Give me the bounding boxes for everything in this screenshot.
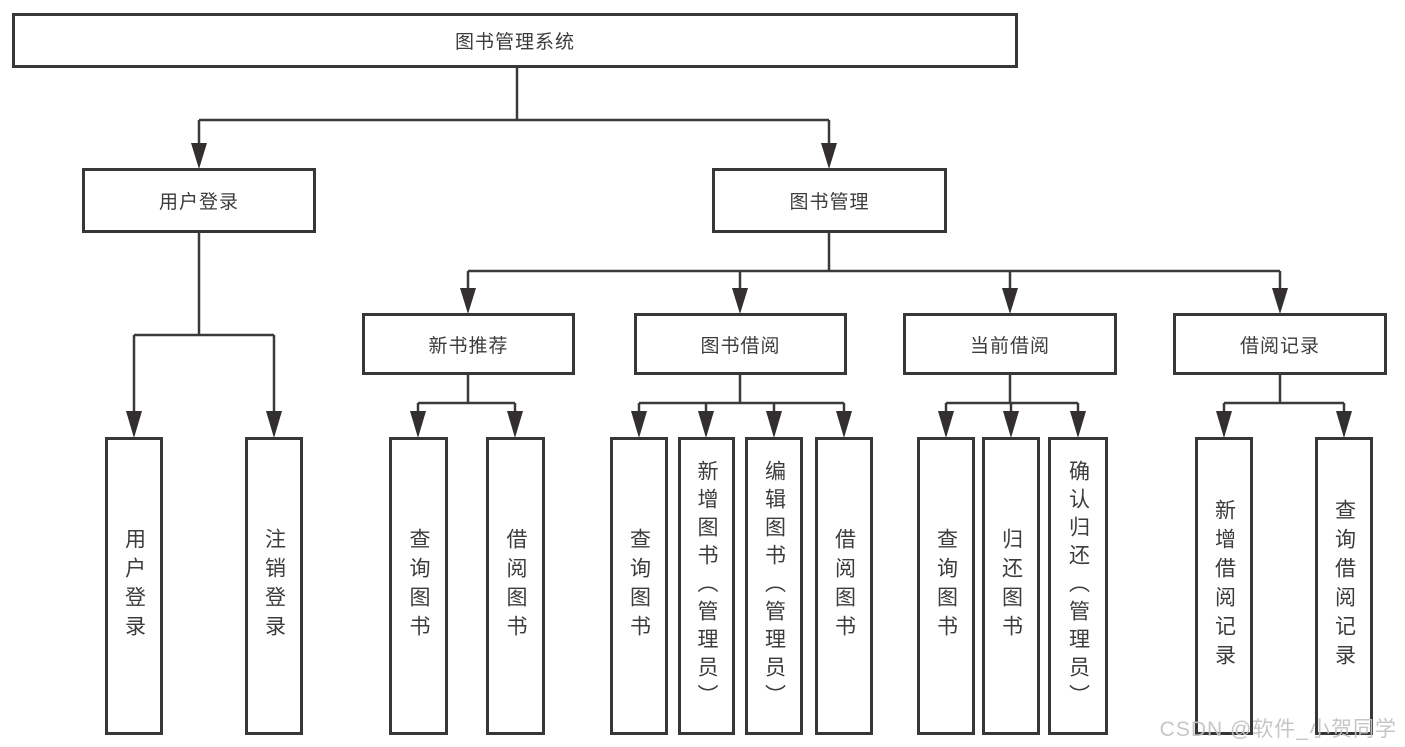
node-user-login: 用户登录: [82, 168, 316, 233]
node-leaf-edit-book-admin: 编辑图书（管理员）: [745, 437, 803, 735]
node-current-borrow: 当前借阅: [903, 313, 1117, 375]
arrowheads-level2: [191, 143, 837, 169]
branch-current-borrow: [944, 375, 1080, 412]
leaf-label: 用户登录: [122, 528, 146, 644]
branch-book-management: [466, 233, 1282, 289]
leaf-label: 查询借阅记录: [1332, 499, 1356, 673]
leaf-label: 编辑图书（管理员）: [762, 460, 786, 712]
arrowheads-level4: [410, 411, 1352, 438]
node-leaf-borrow-book-1: 借阅图书: [486, 437, 545, 735]
branch-user-login: [132, 233, 276, 412]
csdn-watermark: CSDN @软件_小贺同学: [1159, 718, 1397, 741]
node-leaf-query-borrow-record: 查询借阅记录: [1315, 437, 1373, 735]
leaf-label: 归还图书: [999, 528, 1023, 644]
leaf-label: 新增图书（管理员）: [695, 460, 718, 712]
node-leaf-confirm-return-admin: 确认归还（管理员）: [1048, 437, 1108, 735]
node-leaf-return-book: 归还图书: [982, 437, 1040, 735]
node-book-borrow: 图书借阅: [634, 313, 847, 375]
node-root-system: 图书管理系统: [12, 13, 1018, 68]
node-leaf-user-login: 用户登录: [105, 437, 163, 735]
leaf-label: 借阅图书: [504, 528, 527, 644]
arrowheads-level3: [460, 288, 1288, 314]
node-leaf-logout: 注销登录: [245, 437, 303, 735]
node-leaf-query-book-1: 查询图书: [389, 437, 448, 735]
branch-book-borrow: [637, 375, 846, 412]
branch-new-book-recommend: [416, 375, 517, 412]
leaf-label: 新增借阅记录: [1212, 499, 1236, 673]
leaf-label: 查询图书: [627, 528, 651, 644]
leaf-label: 查询图书: [407, 528, 430, 644]
node-leaf-query-book-3: 查询图书: [917, 437, 975, 735]
leaf-label: 查询图书: [934, 528, 958, 644]
node-leaf-add-book-admin: 新增图书（管理员）: [678, 437, 735, 735]
node-new-book-recommend: 新书推荐: [362, 313, 575, 375]
branch-borrow-record: [1222, 375, 1346, 412]
node-borrow-record: 借阅记录: [1173, 313, 1387, 375]
branch-root-to-level2: [197, 68, 831, 144]
leaf-label: 借阅图书: [832, 528, 856, 644]
node-leaf-borrow-book-2: 借阅图书: [815, 437, 873, 735]
node-leaf-query-book-2: 查询图书: [610, 437, 668, 735]
leaf-label: 注销登录: [262, 528, 286, 644]
node-leaf-add-borrow-record: 新增借阅记录: [1195, 437, 1253, 735]
leaf-label: 确认归还（管理员）: [1066, 460, 1090, 712]
arrowheads-user-login: [126, 411, 282, 438]
node-book-management: 图书管理: [712, 168, 947, 233]
